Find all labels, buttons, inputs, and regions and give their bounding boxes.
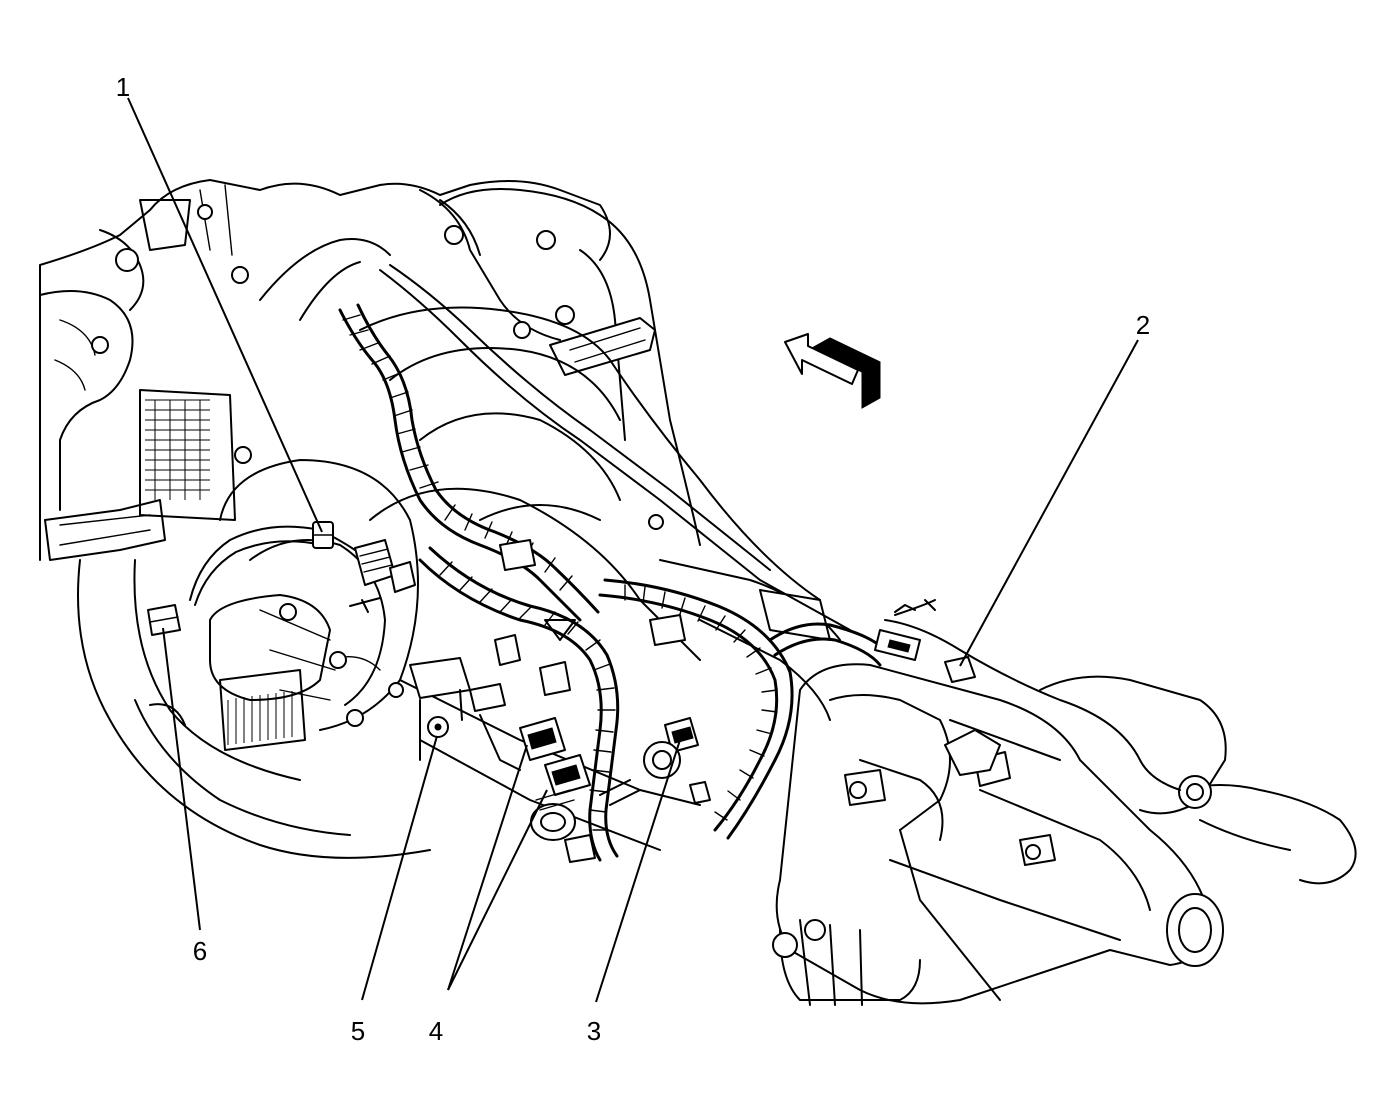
- callout-3: 3: [587, 1016, 601, 1046]
- callout-4: 4: [429, 1016, 443, 1046]
- transmission-connectors-4: [519, 717, 596, 863]
- leader-line-4b: [447, 789, 548, 991]
- leader-line-3: [595, 739, 681, 1003]
- callout-2: 2: [1136, 310, 1150, 340]
- callout-5: 5: [351, 1016, 365, 1046]
- leader-line-1: [127, 97, 323, 533]
- misc-connectors: [279, 321, 686, 727]
- callout-6: 6: [193, 936, 207, 966]
- transmission-case: [219, 306, 841, 851]
- harness-clip-6: [147, 604, 181, 636]
- upper-connector: [349, 539, 416, 613]
- front-direction-arrow-icon: [784, 333, 881, 409]
- callout-labels: 1 2 3 4 5 6: [116, 72, 1150, 1046]
- leader-line-5: [361, 735, 438, 1001]
- leader-line-2: [959, 339, 1139, 667]
- callout-1: 1: [116, 72, 130, 102]
- ground-bolt-5: [409, 657, 521, 771]
- leader-line-6: [162, 627, 201, 931]
- harness-clip-1: [312, 521, 334, 549]
- leader-line-4a: [447, 744, 528, 991]
- leader-lines: [127, 97, 1139, 1003]
- engine-block-outline: [39, 179, 701, 859]
- connectors: [147, 321, 976, 863]
- transfer-case: [772, 663, 1357, 1006]
- wiring-harness: [189, 264, 1181, 862]
- harness-clip-2: [874, 599, 976, 683]
